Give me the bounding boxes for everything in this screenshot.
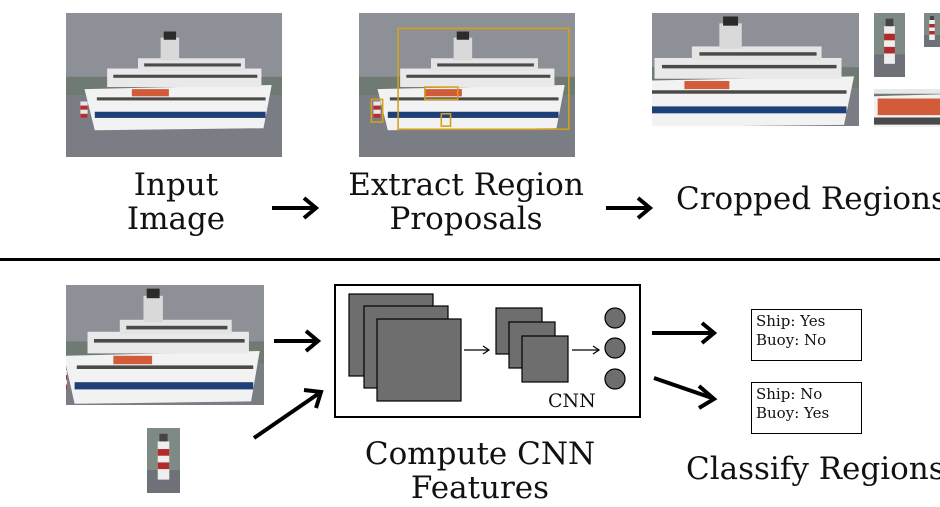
cropped-region-buoy (874, 13, 905, 77)
extract-proposals-label: Extract Region Proposals (348, 167, 584, 237)
classification-result-buoy: Ship: No Buoy: Yes (751, 382, 862, 434)
cropped-regions-label: Cropped Regions (676, 181, 940, 217)
output-neuron (604, 337, 626, 359)
input-image (66, 13, 282, 157)
arrow-right-icon (652, 321, 718, 345)
proposal-box-buoy (370, 98, 384, 123)
cnn-label: CNN (548, 390, 596, 412)
proposal-box-lifeboats (424, 86, 459, 101)
arrow-diagonal-icon (252, 388, 324, 440)
output-neuron (604, 368, 626, 390)
cropped-region-ship (652, 13, 859, 126)
arrow-right-icon (606, 196, 654, 220)
cropped-region-small (924, 13, 940, 47)
proposal-box-ship (397, 27, 570, 130)
cnn-diagram (348, 293, 626, 402)
proposal-box-small (440, 113, 452, 127)
output-neuron (604, 307, 626, 329)
feature-map (376, 318, 462, 402)
arrow-right-icon (274, 329, 322, 353)
arrow-right-icon (272, 196, 320, 220)
input-crop-buoy (147, 428, 180, 493)
proposal-image (359, 13, 575, 157)
feature-map (521, 335, 569, 383)
classify-regions-label: Classify Regions (686, 451, 940, 487)
classification-result-ship: Ship: Yes Buoy: No (751, 309, 862, 361)
compute-features-label: Compute CNN Features (364, 436, 596, 506)
section-divider (0, 258, 940, 261)
input-image-label: Input Image (126, 167, 226, 237)
cropped-region-lifeboats (874, 89, 940, 127)
arrow-diagonal-icon (653, 376, 718, 410)
input-crop-ship (66, 285, 264, 405)
